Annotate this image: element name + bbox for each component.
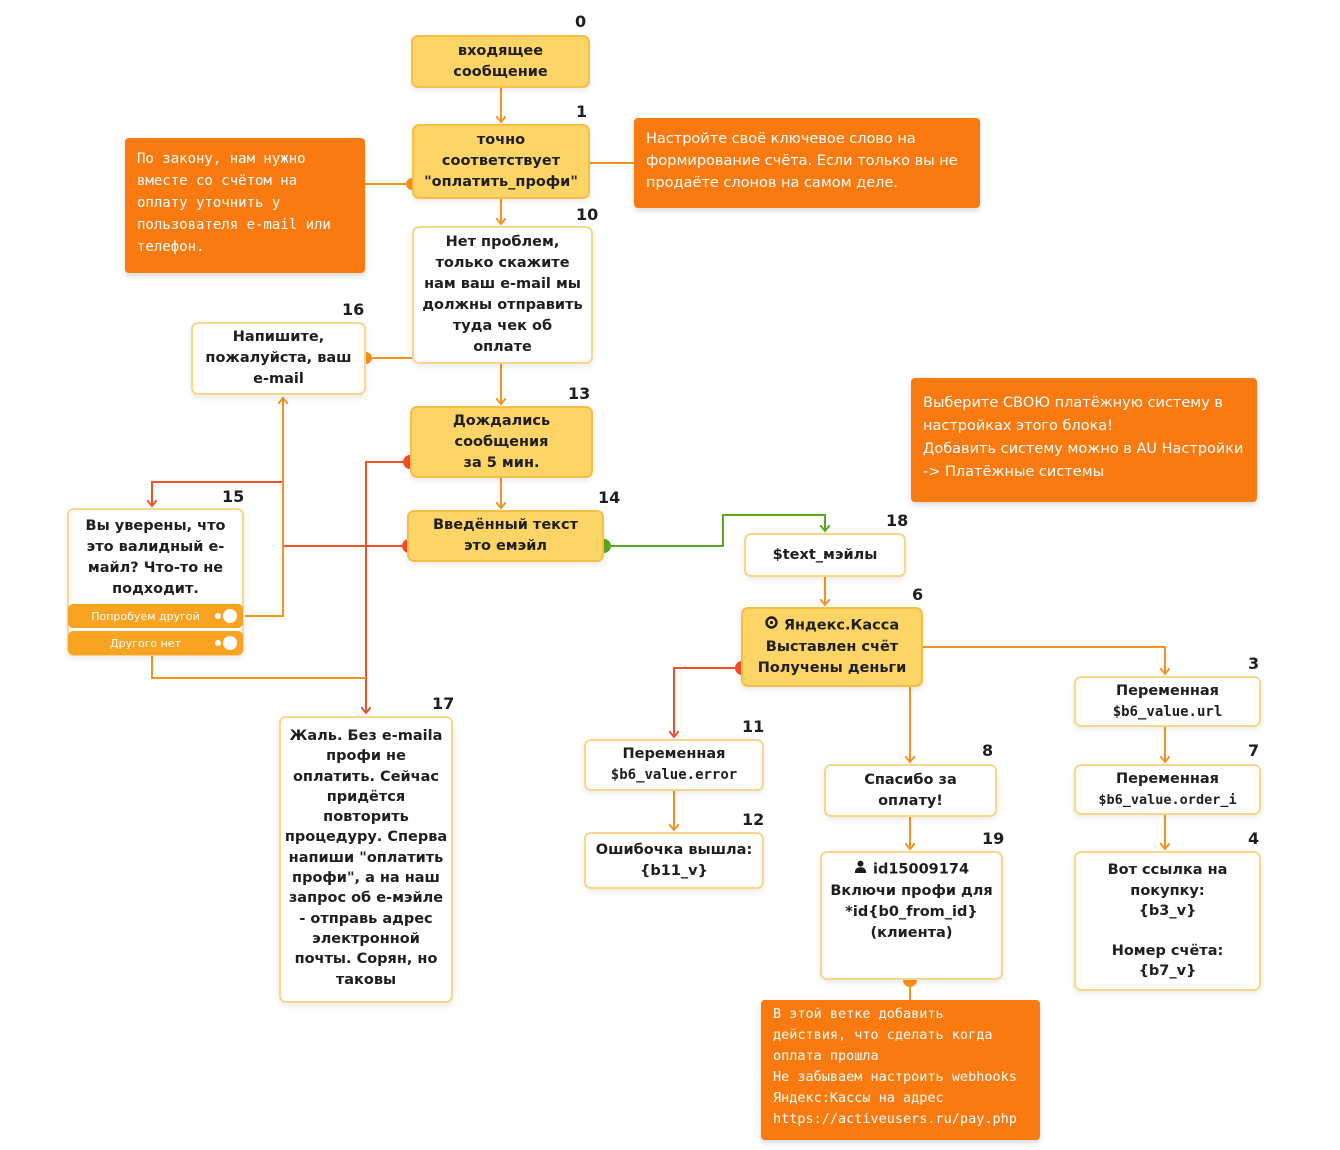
node-variable-url[interactable]: Переменная $b6_value.url: [1074, 676, 1261, 727]
node-number: 13: [568, 384, 591, 403]
node-yandex-kassa[interactable]: Яндекс.Касса Выставлен счёт Получены ден…: [741, 607, 923, 687]
node-number: 18: [886, 511, 909, 530]
node-number: 12: [742, 810, 765, 829]
node-number: 4: [1248, 829, 1260, 848]
node-number: 7: [1248, 741, 1260, 760]
wire-15-16: [245, 398, 283, 617]
note-webhook: В этой ветке добавить действия, что сдел…: [761, 1000, 1040, 1140]
node-variable-error[interactable]: Переменная $b6_value.error: [584, 739, 764, 791]
node-variable-order[interactable]: Переменная $b6_value.order_i: [1074, 764, 1261, 815]
node-please-write-email[interactable]: Напишите, пожалуйста, ваш e-mail: [191, 322, 366, 395]
node-exact-match[interactable]: точно соответствует "оплатить_профи": [412, 124, 590, 199]
node-number: 11: [742, 717, 765, 736]
wire-13-17: [366, 461, 410, 713]
button-port-icon: [223, 636, 237, 650]
node-number: 10: [576, 205, 599, 224]
node-number: 0: [575, 12, 587, 31]
note-keyword: Настройте своё ключевое слово на формиро…: [634, 118, 980, 208]
button-port-icon: [223, 609, 237, 623]
node-sorry-no-email[interactable]: Жаль. Без e-mailа профи не оплатить. Сей…: [279, 716, 453, 1003]
node-error-message[interactable]: Ошибочка вышла: {b11_v}: [584, 832, 764, 889]
button-dot-icon: [215, 613, 221, 619]
node-purchase-link[interactable]: Вот ссылка на покупку: {b3_v} Номер счёт…: [1074, 851, 1261, 991]
node-notify-admin[interactable]: id15009174 Включи профи для *id{b0_from_…: [820, 851, 1003, 980]
wire-6-3: [923, 646, 1165, 674]
wire-15-17: [151, 656, 366, 679]
note-law: По закону, нам нужно вместе со счётом на…: [125, 138, 365, 273]
node-incoming-message[interactable]: входящее сообщение: [411, 35, 590, 88]
node-number: 8: [982, 741, 994, 760]
node-waited-message[interactable]: Дождались сообщения за 5 мин.: [410, 406, 593, 478]
node-number: 14: [598, 488, 621, 507]
node-number: 3: [1248, 654, 1260, 673]
node-number: 17: [432, 694, 455, 713]
wire-6-11: [674, 667, 742, 737]
wire-14-18: [604, 514, 825, 547]
node-number: 15: [222, 487, 245, 506]
node-ask-email-message[interactable]: Нет проблем, только скажите нам ваш e-ma…: [412, 226, 593, 364]
button-dot-icon: [215, 640, 221, 646]
node-text-emails-variable[interactable]: $text_мэйлы: [744, 533, 906, 577]
user-icon: [854, 859, 867, 880]
node-thank-you-payment[interactable]: Спасибо за оплату!: [824, 764, 997, 817]
try-another-button[interactable]: Попробуем другой: [68, 604, 243, 628]
node-text-is-email[interactable]: Введённый текст это емэйл: [407, 510, 604, 562]
node-number: 19: [982, 829, 1005, 848]
no-other-button[interactable]: Другого нет: [68, 631, 243, 655]
node-number: 1: [576, 102, 588, 121]
node-number: 6: [912, 585, 924, 604]
node-number: 16: [342, 300, 365, 319]
button-label: Попробуем другой: [91, 609, 200, 623]
note-payment-system: Выберите СВОЮ платёжную систему в настро…: [911, 378, 1257, 502]
gear-icon: [765, 615, 778, 636]
button-label: Другого нет: [110, 636, 181, 650]
